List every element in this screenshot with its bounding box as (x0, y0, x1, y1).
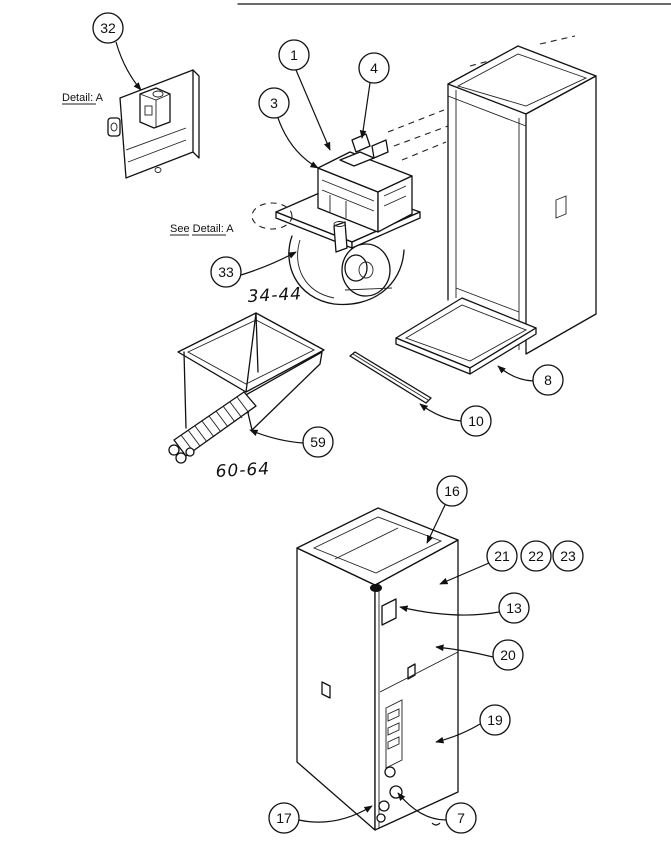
callout-33-number: 33 (218, 264, 234, 280)
detail-a-component (139, 87, 171, 129)
coil-fins (180, 396, 250, 452)
detail-a-label: Detail: A (62, 92, 104, 104)
callout-10: 10 (460, 405, 492, 437)
leader-4 (359, 82, 371, 139)
blower-housing (288, 235, 405, 306)
callout-23-number: 23 (560, 548, 576, 564)
callout-32-number: 32 (100, 20, 116, 36)
leader-13 (399, 605, 500, 616)
leader-7 (397, 792, 447, 821)
callout-1: 1 (278, 39, 310, 71)
callout-1-number: 1 (290, 47, 298, 63)
leader-17 (298, 805, 373, 823)
callout-17-number: 17 (276, 810, 292, 826)
callout-7: 7 (445, 802, 477, 834)
coil-parts-range: 60-64 (215, 459, 270, 482)
cabinet-shell (447, 45, 597, 355)
callout-33: 33 (210, 256, 242, 288)
callout-7-number: 7 (457, 810, 465, 826)
callout-3-number: 3 (270, 95, 278, 111)
leader-1 (295, 69, 331, 151)
control-box (317, 151, 413, 233)
callout-19-number: 19 (487, 712, 503, 728)
leader-19 (435, 723, 481, 744)
leader-59 (249, 429, 304, 444)
callout-8: 8 (532, 364, 564, 396)
callout-22: 22 (520, 540, 552, 572)
callout-20-number: 20 (500, 647, 516, 663)
callout-3: 3 (258, 87, 290, 119)
coil-side-plate (243, 351, 323, 431)
leader-21 (439, 562, 490, 585)
capacitor (333, 221, 348, 253)
unit-top-knockout (370, 584, 382, 592)
callout-20: 20 (492, 639, 524, 671)
callout-16-number: 16 (444, 483, 460, 499)
callout-13: 13 (498, 592, 530, 624)
coil-assembly (168, 312, 325, 464)
leader-32 (115, 41, 142, 91)
callout-17: 17 (268, 802, 300, 834)
assembly-guide-lines (387, 35, 576, 161)
leader-20 (435, 644, 494, 658)
blower-parts-range: 34-44 (247, 284, 302, 307)
callout-10-number: 10 (468, 413, 484, 429)
unit-top (296, 507, 459, 586)
coil-tube-ends (168, 444, 195, 464)
callout-23: 23 (552, 540, 584, 572)
callout-22-number: 22 (528, 548, 544, 564)
blower-hub (358, 261, 374, 279)
filter-rail (349, 351, 432, 404)
unit-panel-seam (379, 651, 459, 693)
callout-19: 19 (479, 704, 511, 736)
callout-21: 21 (486, 540, 518, 572)
callout-4: 4 (358, 52, 390, 84)
leader-8 (497, 365, 534, 382)
leader-16 (426, 504, 446, 544)
leader-33 (240, 251, 297, 276)
unit-left-label (321, 681, 331, 699)
leader-10 (419, 403, 462, 422)
unit-nameplate (381, 598, 397, 626)
cabinet-side-label (555, 195, 567, 219)
leader-7-tail (431, 822, 441, 826)
callout-32: 32 (92, 12, 124, 44)
leader-3 (277, 117, 319, 169)
callout-16: 16 (436, 475, 468, 507)
unit-top-opening (312, 516, 443, 574)
callout-4-number: 4 (370, 60, 378, 76)
blower-motor (344, 254, 368, 282)
callout-59: 59 (302, 426, 334, 458)
callout-21-number: 21 (494, 548, 510, 564)
callout-8-number: 8 (544, 372, 552, 388)
leader-lines (115, 41, 534, 826)
detail-a-reference-loop (251, 202, 293, 230)
callout-59-number: 59 (310, 434, 326, 450)
assembled-unit (296, 507, 459, 831)
cabinet-floor-panel (395, 297, 537, 375)
see-detail-a-label: See Detail: A (170, 223, 234, 235)
callout-13-number: 13 (506, 600, 522, 616)
